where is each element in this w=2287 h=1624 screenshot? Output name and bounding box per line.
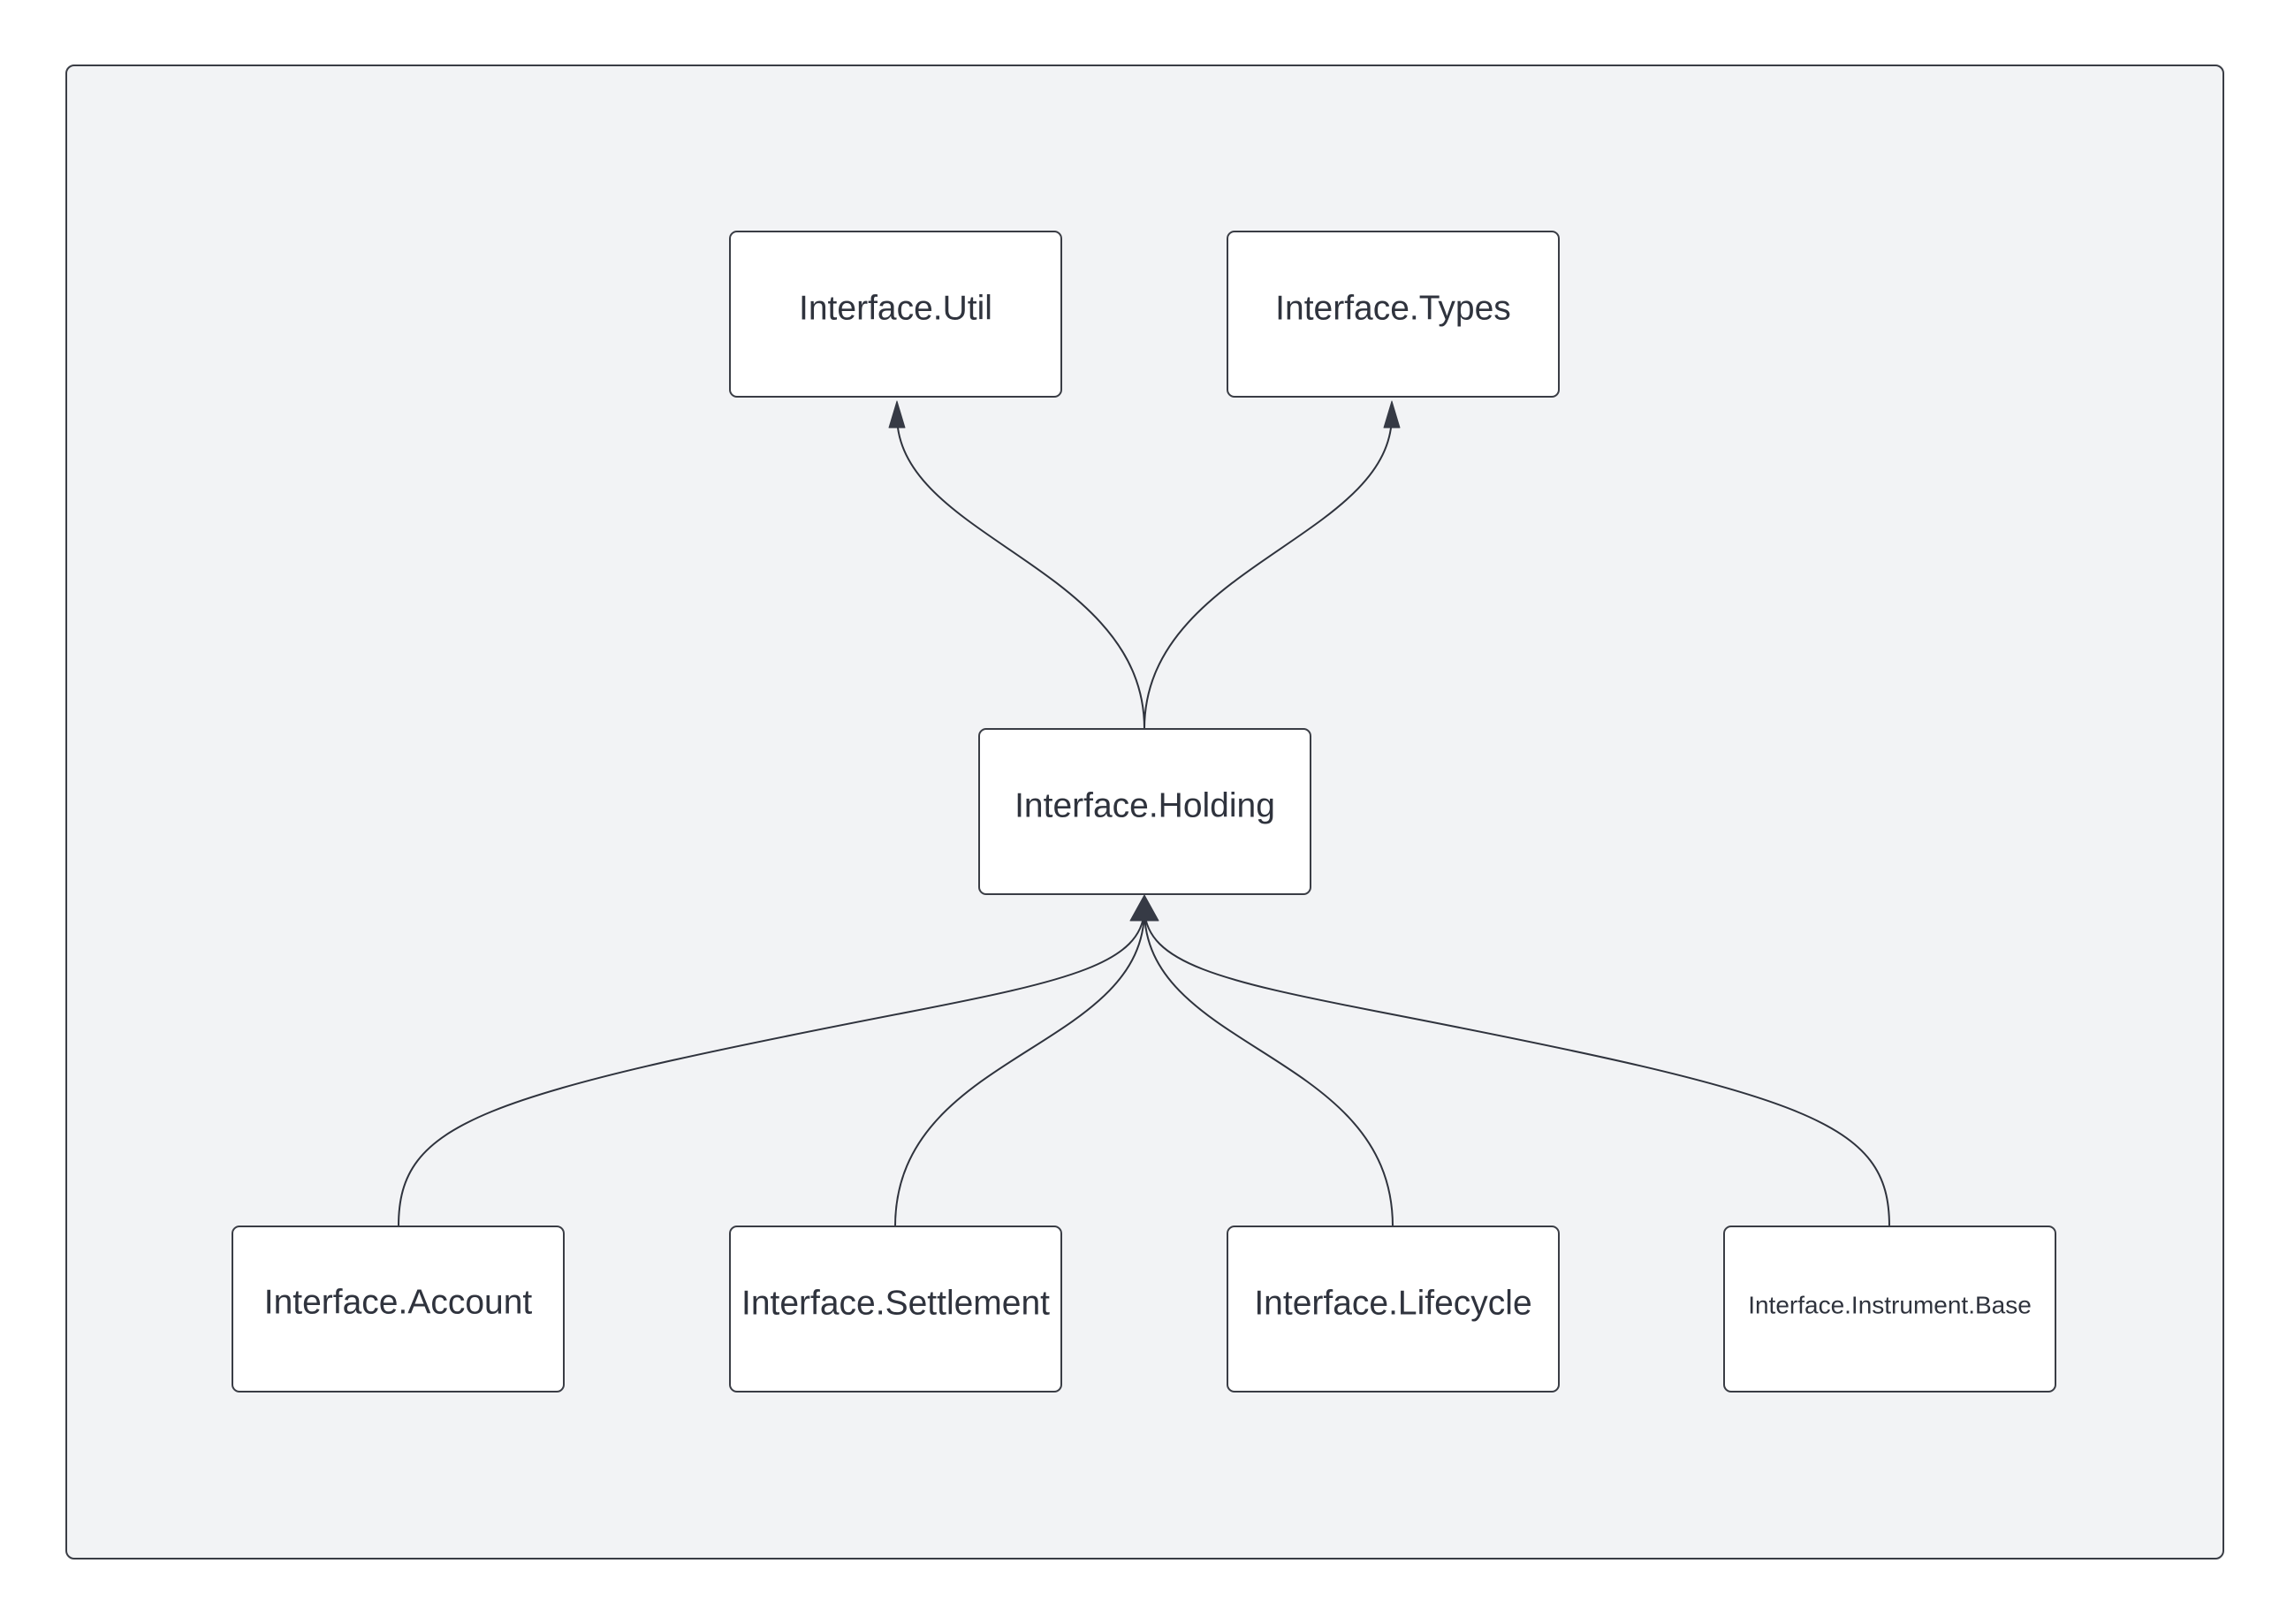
edge-settlement-to-holding	[894, 909, 1145, 1227]
node-interface-instrument-base[interactable]: Interface.Instrument.Base	[1723, 1226, 2056, 1393]
arrowhead-types	[1383, 400, 1401, 429]
edge-holding-to-types	[1144, 414, 1393, 730]
node-label: Interface.Settlement	[741, 1285, 1050, 1323]
edge-account-to-holding	[398, 909, 1145, 1227]
node-label: Interface.Util	[799, 290, 992, 328]
node-box	[729, 1226, 1062, 1393]
node-label: Interface.Account	[264, 1284, 533, 1322]
nodes-layer: Interface.Util Interface.Types Interface…	[232, 231, 2056, 1393]
node-interface-holding[interactable]: Interface.Holding	[978, 728, 1311, 895]
edge-lifecycle-to-holding	[1144, 909, 1394, 1227]
node-interface-types[interactable]: Interface.Types	[1227, 231, 1560, 398]
node-box	[1227, 231, 1560, 398]
node-box	[1227, 1226, 1560, 1393]
node-box	[232, 1226, 565, 1393]
arrowhead-util	[888, 400, 906, 429]
node-interface-account[interactable]: Interface.Account	[232, 1226, 565, 1393]
edge-instrument-base-to-holding	[1144, 909, 1890, 1227]
edge-holding-to-util	[896, 414, 1145, 730]
node-interface-lifecycle[interactable]: Interface.Lifecycle	[1227, 1226, 1560, 1393]
node-label: Interface.Types	[1275, 290, 1511, 328]
edges-layer	[398, 400, 1890, 1227]
node-box	[1723, 1226, 2056, 1393]
arrowhead-holding	[1129, 894, 1159, 922]
node-label: Interface.Lifecycle	[1254, 1285, 1531, 1323]
node-label: Interface.Instrument.Base	[1748, 1292, 2032, 1319]
node-box	[729, 231, 1062, 398]
node-interface-util[interactable]: Interface.Util	[729, 231, 1062, 398]
node-box	[978, 728, 1311, 895]
node-label: Interface.Holding	[1014, 787, 1275, 825]
node-interface-settlement[interactable]: Interface.Settlement	[729, 1226, 1062, 1393]
